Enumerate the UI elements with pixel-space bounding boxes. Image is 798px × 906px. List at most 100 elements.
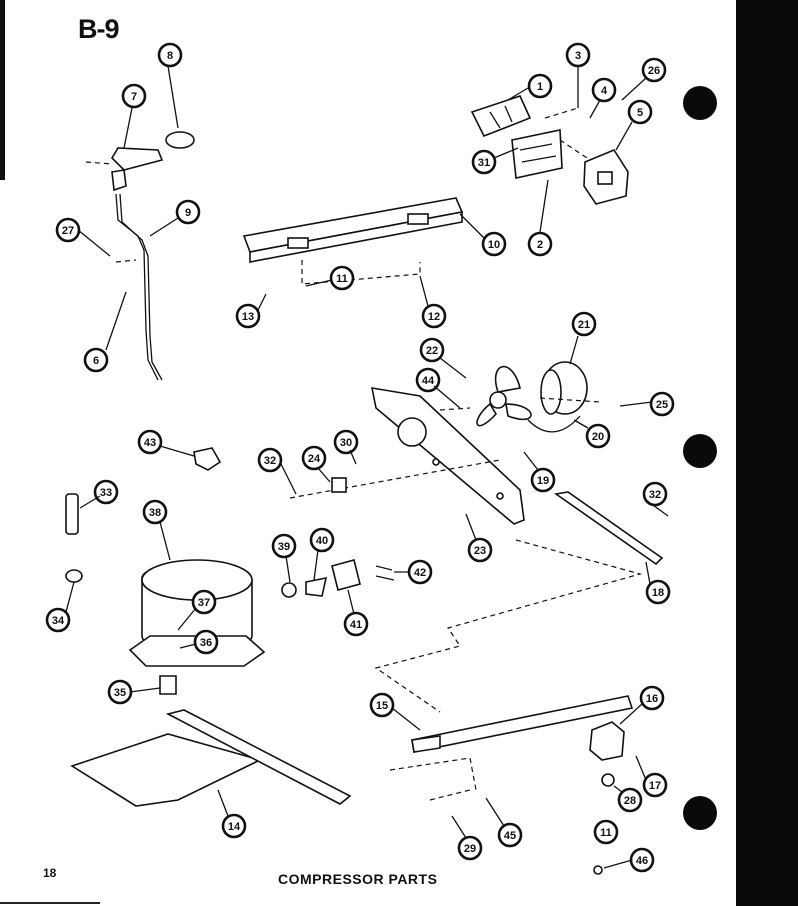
callout-label: 26 [648, 65, 660, 77]
callout-label: 12 [428, 311, 440, 323]
callout-label: 15 [376, 700, 388, 712]
callout-label: 40 [316, 535, 328, 547]
capillary-tube [115, 193, 159, 381]
fan-blade [476, 365, 532, 427]
binder-hole-top [683, 86, 717, 120]
callout-33: 33 [93, 479, 119, 505]
callout-label: 9 [185, 207, 191, 219]
callout-18: 18 [645, 579, 671, 605]
lower-rail [411, 695, 634, 753]
callout-label: 24 [308, 453, 321, 465]
callout-label: 2 [537, 239, 543, 251]
callout-4: 4 [591, 77, 617, 103]
defrost-timer [193, 447, 222, 471]
callout-label: 3 [575, 50, 581, 62]
callout-label: 8 [167, 50, 173, 62]
callout-21: 21 [571, 311, 597, 337]
relay-bracket [470, 95, 532, 138]
callout-label: 13 [242, 311, 254, 323]
callout-40: 40 [309, 527, 335, 553]
callout-11b: 11 [593, 819, 619, 845]
callout-32b: 32 [642, 481, 668, 507]
callout-22: 22 [419, 337, 445, 363]
callout-label: 16 [646, 693, 658, 705]
scan-right-border [736, 0, 798, 906]
callout-12: 12 [421, 303, 447, 329]
bracket-block [589, 721, 625, 761]
callout-label: 4 [601, 85, 608, 97]
callout-38: 38 [142, 499, 168, 525]
callout-28: 28 [617, 787, 643, 813]
callout-label: 5 [637, 107, 643, 119]
callout-31: 31 [471, 149, 497, 175]
binder-hole-middle [683, 434, 717, 468]
callout-20: 20 [585, 423, 611, 449]
callout-46: 46 [629, 847, 655, 873]
callout-label: 37 [198, 597, 210, 609]
callout-label: 32 [264, 455, 276, 467]
callout-label: 10 [488, 239, 500, 251]
callout-label: 38 [149, 507, 161, 519]
callout-label: 33 [100, 487, 112, 499]
grommet-foot [159, 675, 177, 695]
callout-label: 31 [478, 157, 490, 169]
callout-7: 7 [121, 83, 147, 109]
callout-label: 32 [649, 489, 661, 501]
screw [593, 865, 603, 875]
callout-label: 28 [624, 795, 636, 807]
callout-label: 1 [537, 81, 543, 93]
callout-45: 45 [497, 822, 523, 848]
callout-5: 5 [627, 99, 653, 125]
callout-label: 27 [62, 225, 74, 237]
callout-10: 10 [481, 231, 507, 257]
callout-label: 46 [636, 855, 648, 867]
callout-24: 24 [301, 445, 327, 471]
callout-label: 41 [350, 619, 362, 631]
callout-14: 14 [221, 813, 247, 839]
callout-17: 17 [642, 772, 668, 798]
callout-43: 43 [137, 429, 163, 455]
callout-25: 25 [649, 391, 675, 417]
callout-label: 11 [336, 273, 348, 285]
callout-label: 6 [93, 355, 99, 367]
callout-label: 22 [426, 345, 438, 357]
callout-44: 44 [415, 367, 441, 393]
upper-rail [242, 197, 464, 263]
callout-label: 19 [537, 475, 549, 487]
footer-rule [0, 902, 100, 904]
page-caption: COMPRESSOR PARTS [278, 871, 438, 887]
callout-label: 39 [278, 541, 290, 553]
callout-1: 1 [527, 73, 553, 99]
callout-label: 29 [464, 843, 476, 855]
callout-label: 35 [114, 687, 126, 699]
callout-29: 29 [457, 835, 483, 861]
callout-13: 13 [235, 303, 261, 329]
callout-9: 9 [175, 199, 201, 225]
callout-30: 30 [333, 429, 359, 455]
callout-label: 43 [144, 437, 156, 449]
overload-relay [583, 149, 629, 205]
capacitor [65, 493, 79, 535]
relay-mount [511, 129, 563, 179]
callout-11: 11 [329, 265, 355, 291]
callout-23: 23 [467, 537, 493, 563]
fitting [281, 582, 297, 598]
callout-label: 36 [200, 637, 212, 649]
callout-label: 11 [600, 827, 612, 839]
drier [331, 559, 361, 591]
callout-26: 26 [641, 57, 667, 83]
callout-41: 41 [343, 611, 369, 637]
callout-27: 27 [55, 217, 81, 243]
callout-32: 32 [257, 447, 283, 473]
callout-19: 19 [530, 467, 556, 493]
page-number: 18 [43, 866, 57, 880]
right-rail [553, 491, 664, 566]
clip [65, 569, 83, 583]
callout-label: 30 [340, 437, 352, 449]
callout-label: 20 [592, 431, 604, 443]
callout-label: 44 [422, 375, 435, 387]
thermostat-bracket [110, 147, 164, 192]
callout-3: 3 [565, 42, 591, 68]
